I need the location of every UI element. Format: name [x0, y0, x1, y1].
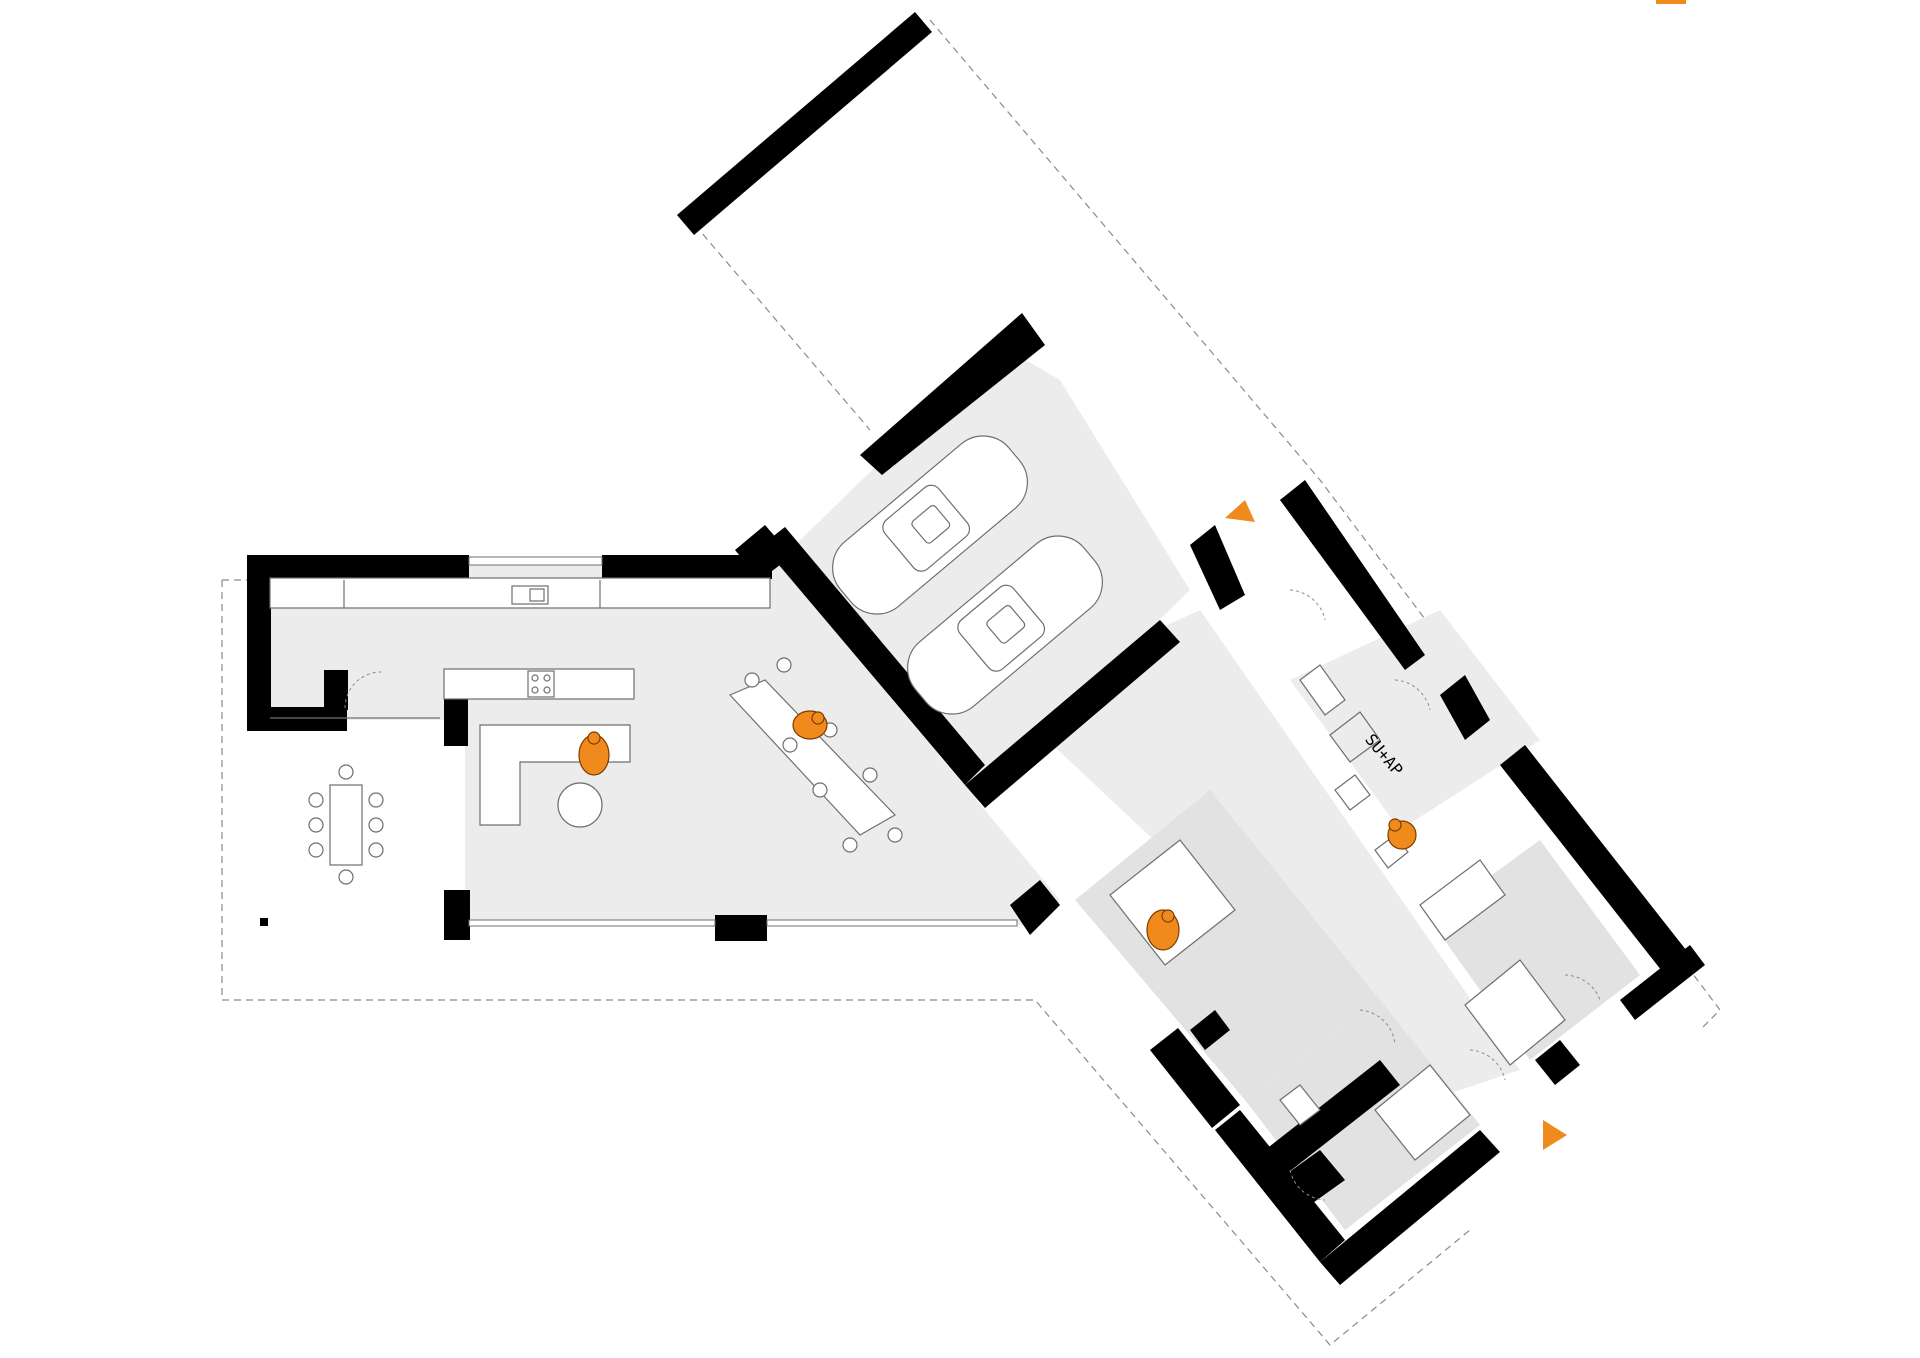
person-icon — [792, 710, 828, 740]
car-icon — [907, 535, 1103, 715]
walls — [247, 12, 1705, 1285]
entrance-arrow-icon — [1543, 1120, 1567, 1150]
entrance-arrow-icon — [1225, 500, 1255, 522]
bathtub-icon — [1464, 959, 1566, 1066]
windows — [270, 556, 1018, 927]
bathroom — [1299, 664, 1566, 1066]
site-outline — [221, 19, 1721, 1346]
kitchen — [269, 577, 771, 700]
living-floor — [270, 565, 1060, 925]
person-icon — [1387, 818, 1417, 850]
bathroom-floor — [1290, 610, 1540, 830]
bed-icon — [1109, 839, 1236, 966]
sink-icon — [511, 585, 549, 605]
dining-table-icon — [728, 657, 903, 853]
person-icon — [578, 731, 610, 776]
coffee-table — [557, 782, 603, 828]
desk — [1279, 1084, 1321, 1126]
bed-icon — [1374, 1064, 1471, 1161]
bathtub-icon — [1419, 859, 1506, 941]
corner-mark — [1656, 0, 1686, 4]
cooktop-icon — [527, 670, 555, 698]
post — [260, 918, 268, 926]
door-swings — [344, 589, 1601, 1201]
person-icon — [1146, 909, 1180, 951]
car-icon — [832, 435, 1028, 615]
outdoor-dining-table-icon — [308, 764, 384, 885]
